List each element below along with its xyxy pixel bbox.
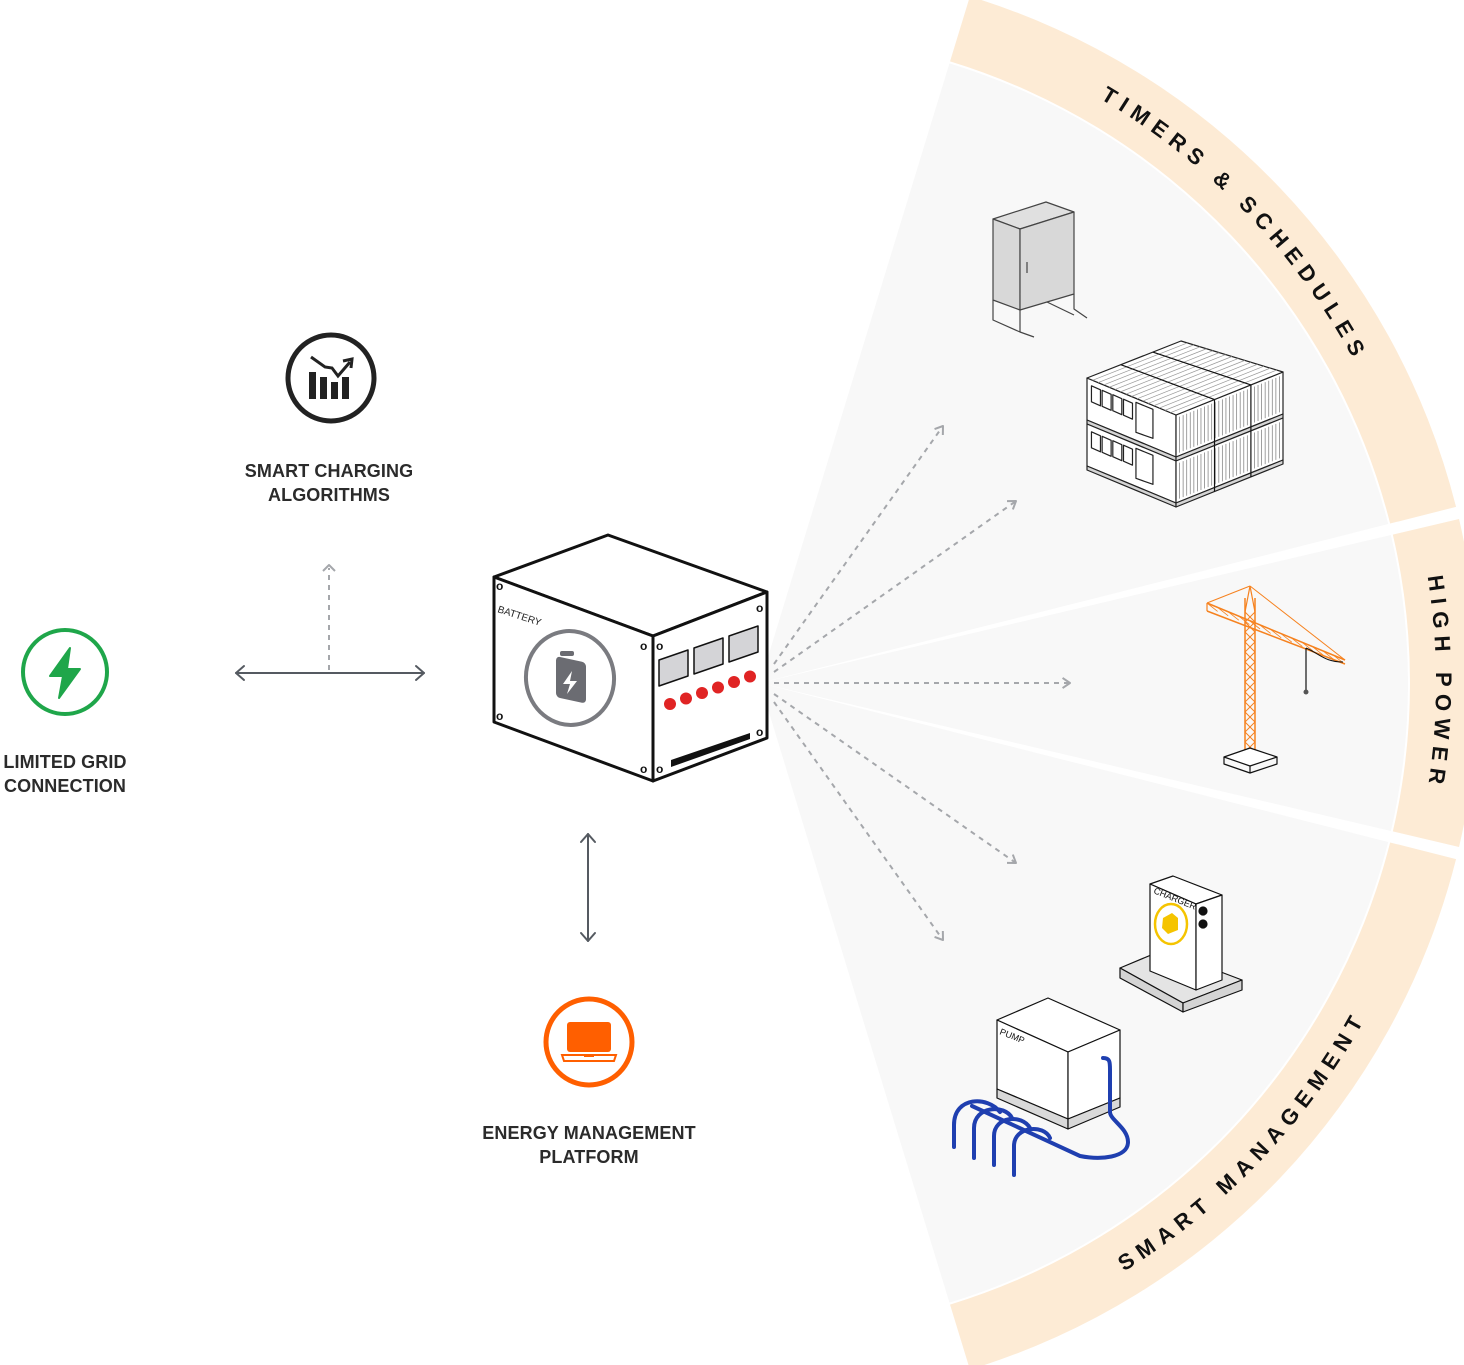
label-line: ENERGY MANAGEMENT	[482, 1123, 696, 1143]
charger-plug-icon	[1162, 913, 1178, 934]
arrowhead	[1062, 677, 1071, 689]
lightning-bolt-icon	[49, 647, 81, 699]
label-line: CONNECTION	[4, 776, 126, 796]
label-line: PLATFORM	[539, 1147, 639, 1167]
smart-charging-algorithms-node[interactable]	[285, 332, 377, 424]
arrowhead	[1006, 854, 1017, 864]
indicator-light	[680, 692, 692, 705]
arrowhead	[934, 425, 944, 436]
svg-text:o: o	[756, 725, 763, 739]
battery-platform-arrow	[580, 833, 596, 942]
container-top	[1086, 340, 1284, 416]
svg-text:o: o	[496, 579, 503, 593]
pump[interactable]: PUMP	[952, 997, 1130, 1177]
dashed-connector-1	[773, 425, 944, 665]
electrical-cabinet[interactable]	[992, 201, 1088, 338]
grid-connection-node[interactable]	[21, 628, 109, 716]
svg-text:o: o	[656, 762, 663, 776]
indicator-light	[696, 687, 708, 699]
indicator-light	[744, 670, 756, 683]
segment-area-smart	[760, 683, 1389, 1303]
label-line: ALGORITHMS	[268, 485, 390, 505]
svg-text:o: o	[640, 639, 647, 653]
battery-unit[interactable]: o o o o o o o o BATTERY	[492, 533, 769, 783]
label-line: LIMITED GRID	[3, 752, 127, 772]
grid-connection-label: LIMITED GRID CONNECTION	[0, 750, 160, 798]
label-line: SMART CHARGING	[244, 461, 414, 481]
algorithms-dashed-connector	[322, 564, 336, 670]
indicator-light	[712, 681, 724, 694]
svg-text:o: o	[656, 639, 663, 653]
svg-text:o: o	[756, 601, 763, 615]
segment-band-timers	[950, 0, 1457, 524]
arrowhead	[1006, 500, 1017, 510]
laptop-icon	[560, 1022, 618, 1062]
segment-band-smart	[950, 842, 1457, 1365]
dashed-connector-5	[773, 701, 944, 941]
svg-text:o: o	[640, 762, 647, 776]
indicator-light	[664, 698, 676, 710]
status-displays	[658, 625, 759, 687]
energy-management-platform-label: ENERGY MANAGEMENT PLATFORM	[458, 1121, 720, 1169]
container-stack[interactable]	[1086, 340, 1284, 508]
vent-slot	[671, 733, 750, 767]
battery-output-connectors	[773, 425, 1071, 941]
svg-text:o: o	[496, 709, 503, 723]
segment-band-power	[1392, 519, 1464, 847]
segment-area-timers	[760, 63, 1389, 684]
arrowhead	[934, 930, 944, 941]
energy-management-platform-node[interactable]	[543, 996, 635, 1088]
pump-pipes	[952, 1056, 1130, 1177]
grid-battery-arrow	[235, 665, 425, 681]
smart-charging-algorithms-label: SMART CHARGING ALGORITHMS	[218, 459, 440, 507]
bar-chart-trend-icon	[309, 355, 354, 399]
indicator-light	[728, 676, 740, 688]
tower-crane[interactable]	[1206, 585, 1346, 774]
ev-charger[interactable]: CHARGER	[1119, 875, 1243, 1013]
battery-charge-icon	[556, 651, 586, 703]
indicator-lights	[664, 670, 756, 710]
